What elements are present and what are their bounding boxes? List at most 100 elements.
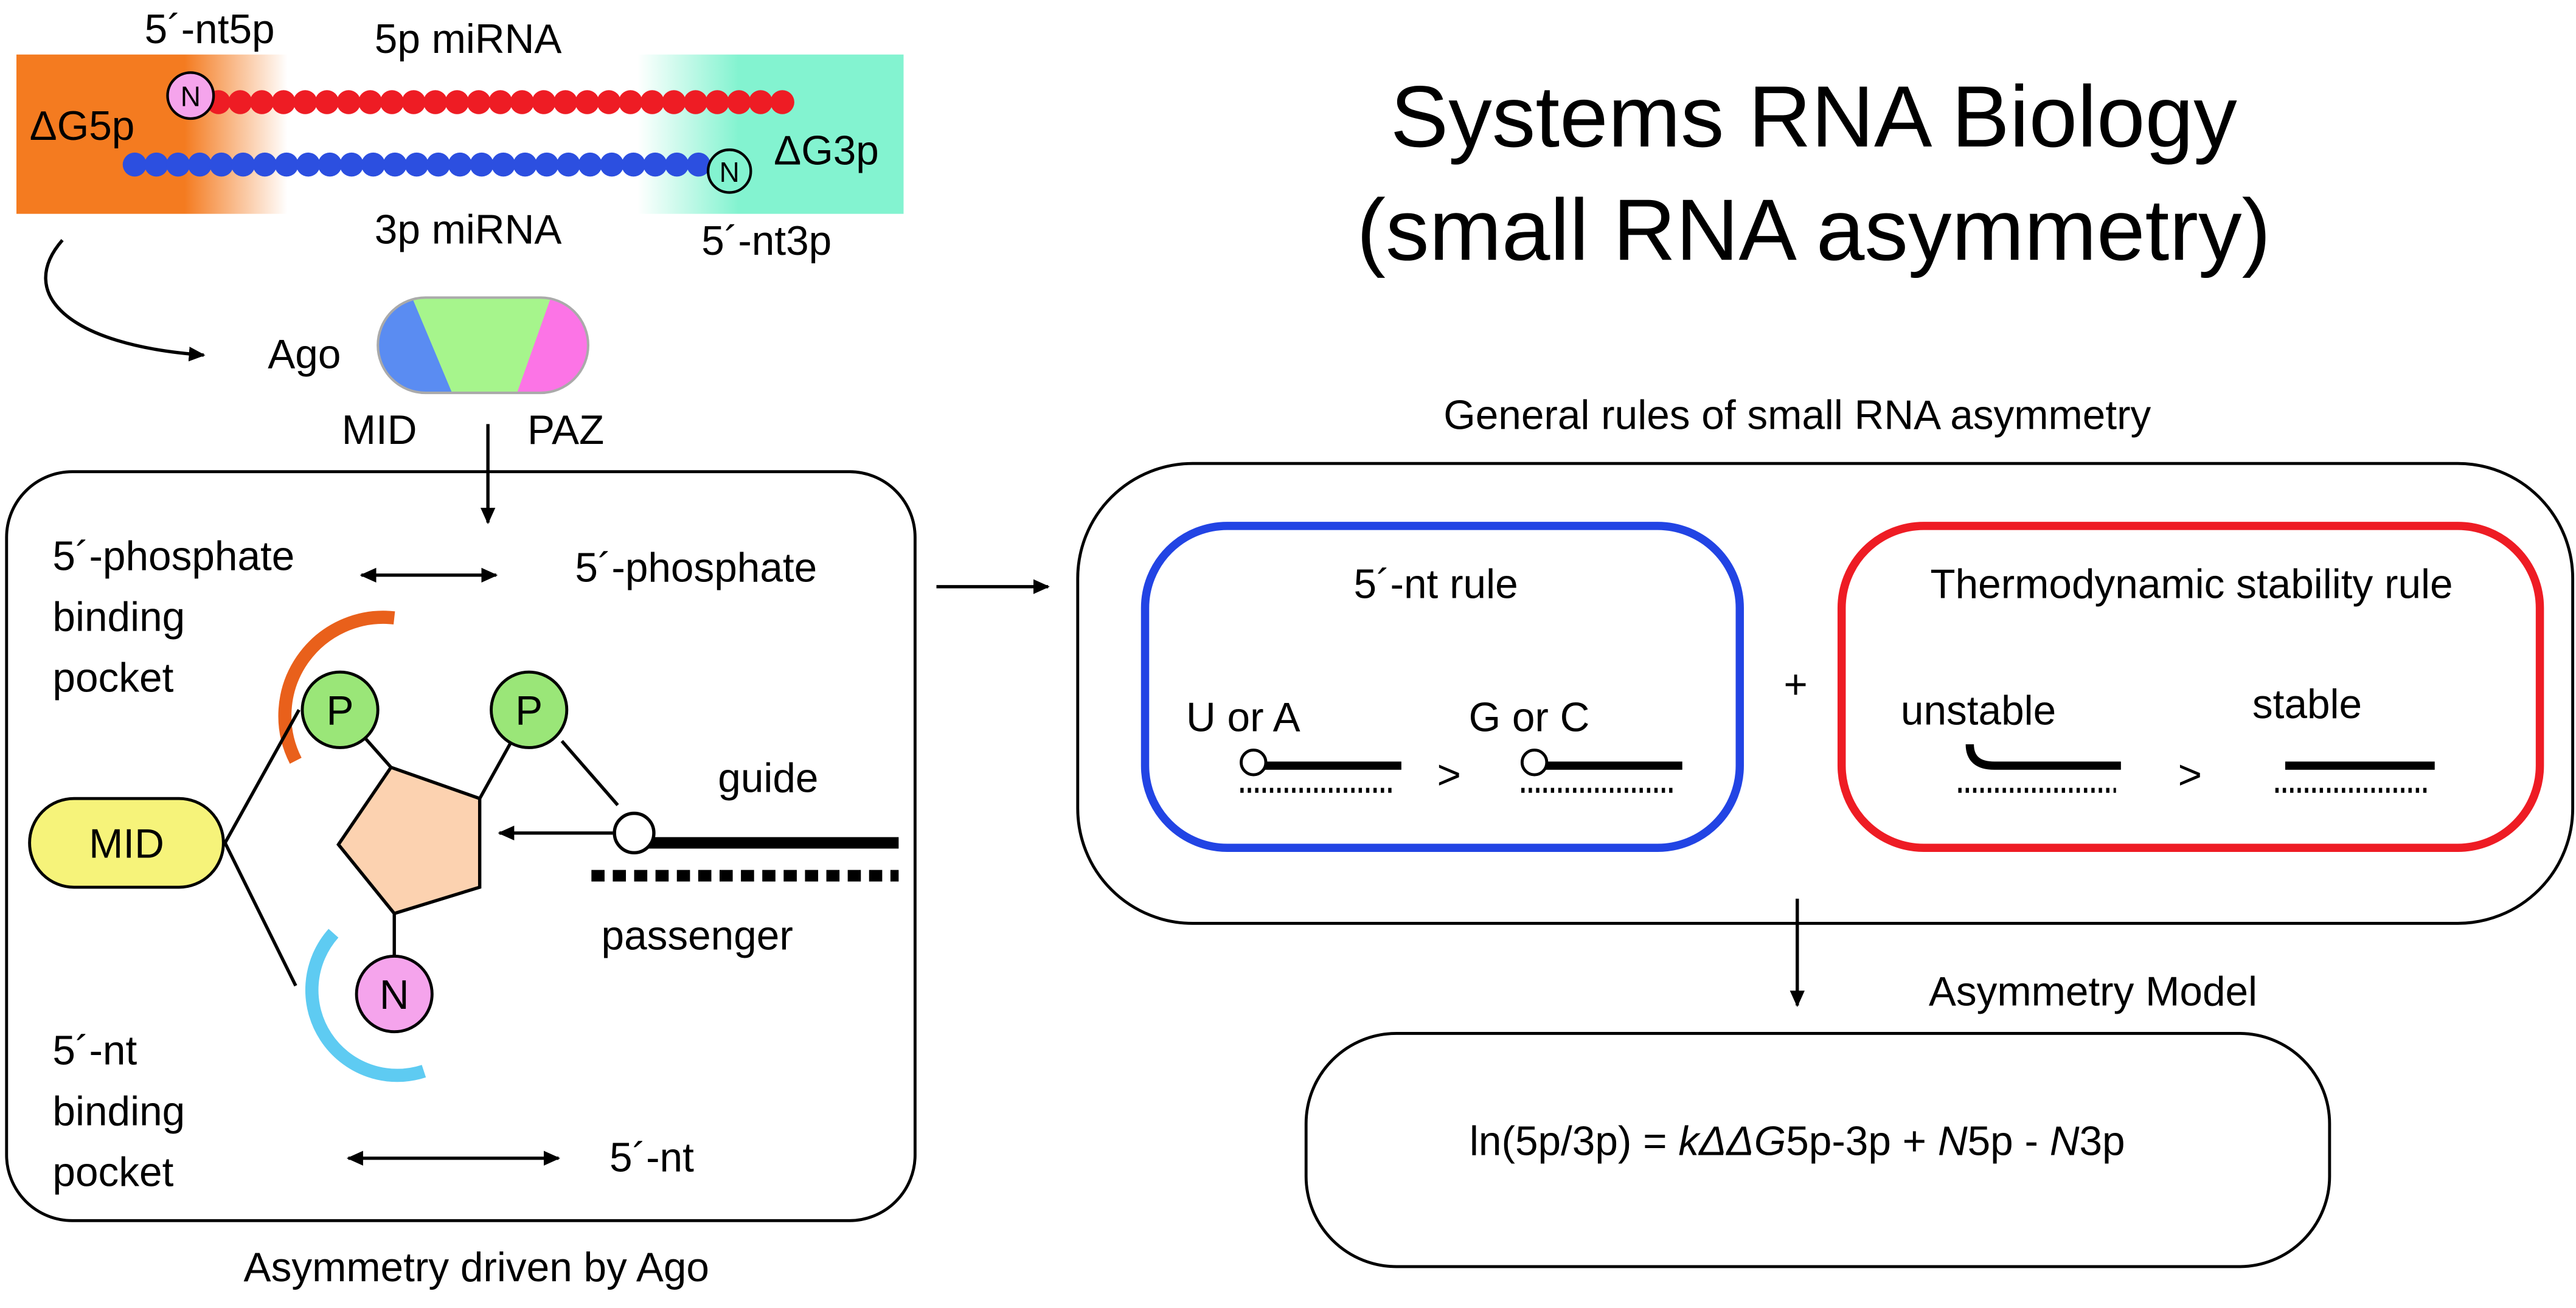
nucleotide-bead: [643, 152, 667, 177]
label-dg5p: ΔG5p: [30, 103, 135, 149]
phosphate-p-icon: [300, 670, 380, 749]
thermo-rule-box: Thermodynamic stability rule unstable st…: [1837, 522, 2544, 852]
nucleotide-bead: [445, 90, 470, 114]
rules-heading: General rules of small RNA asymmetry: [1443, 392, 2151, 438]
ago-mid-label: MID: [342, 407, 417, 453]
nucleotide-bead: [665, 152, 689, 177]
rules-panel-border: [1076, 462, 2575, 925]
nucleotide-bead: [640, 90, 664, 114]
nucleotide-bead: [426, 152, 451, 177]
ago-mid-domain: [378, 297, 454, 393]
mid-domain: MID: [28, 797, 225, 889]
title-line-1: Systems RNA Biology: [1390, 68, 2237, 165]
ago-paz-domain: [516, 297, 588, 393]
3p-strand: [122, 152, 711, 177]
nt-binding-pocket: [305, 929, 426, 1082]
thermo-rule-title: Thermodynamic stability rule: [1930, 562, 2453, 607]
phosphate-pocket-label: 5´-phosphate binding pocket: [52, 534, 306, 701]
unstable-label: unstable: [1901, 688, 2056, 734]
n-letter: N: [380, 972, 409, 1018]
nucleotide-bead: [318, 152, 342, 177]
nucleotide-bead: [448, 152, 472, 177]
nucleotide-bead: [122, 152, 147, 177]
nucleotide-bead: [228, 90, 252, 114]
circled-n-icon: [706, 148, 752, 194]
title-line-2: (small RNA asymmetry): [1356, 181, 2271, 279]
nucleotide-bead: [274, 152, 299, 177]
nucleotide-bead: [488, 90, 513, 114]
mirna-duplex: N N 5´-nt5p 5p miRNA ΔG5p ΔG3p 3p miRNA …: [16, 7, 904, 264]
nucleotide-bead: [423, 90, 448, 114]
five-nt-rule-title: 5´-nt rule: [1353, 562, 1518, 607]
passenger-label: passenger: [602, 913, 793, 959]
nucleotide-bead: [339, 152, 364, 177]
nucleotide-bead: [556, 152, 581, 177]
dg5p-region: [16, 54, 288, 214]
model-equation: ln(5p/3p) = kΔΔG5p-3p + N5p - N3p: [1470, 1118, 2125, 1164]
nucleotide-bead: [401, 90, 426, 114]
nucleotide-bead: [578, 152, 602, 177]
nucleotide-bead: [510, 90, 535, 114]
ago-protein: Ago MID PAZ: [268, 296, 604, 453]
g-or-c-label: G or C: [1469, 694, 1590, 740]
circled-n-icon: [166, 71, 215, 120]
nucleotide-bead: [144, 152, 168, 177]
u-or-a-label: U or A: [1186, 694, 1300, 740]
dg3p-region: [637, 54, 904, 214]
bond-guide: [560, 739, 619, 806]
rules-panel: 5´-nt rule U or A G or C > + Thermodynam…: [1076, 462, 2575, 925]
ribose-pentagon-icon: [336, 765, 482, 916]
n-marker-3p: N: [706, 148, 752, 194]
label-dg3p: ΔG3p: [774, 128, 879, 174]
nucleotide-bead: [513, 152, 537, 177]
greater-than-1: >: [1437, 752, 1460, 798]
ago-pocket-panel: 5´-phosphate binding pocket 5´-phosphate…: [5, 470, 917, 1222]
five-nt-rule-box: 5´-nt rule U or A G or C >: [1140, 522, 1744, 852]
nt-label: 5´-nt: [609, 1135, 694, 1180]
main-title: Systems RNA Biology (small RNA asymmetry…: [1356, 68, 2271, 279]
stable-label: stable: [2252, 682, 2362, 727]
nucleotide-bead: [491, 152, 516, 177]
p-letter: P: [327, 688, 354, 734]
label-5p-mirna: 5p miRNA: [375, 16, 562, 62]
label-3p-mirna: 3p miRNA: [375, 207, 562, 252]
nucleotide-bead: [271, 90, 296, 114]
n-letter: N: [181, 81, 201, 112]
nucleotide-bead: [553, 90, 578, 114]
p-letter: P: [515, 688, 543, 734]
nucleotide-bead: [748, 90, 773, 114]
nucleotide-bead: [296, 152, 321, 177]
nucleotide-bead: [361, 152, 386, 177]
ago-label: Ago: [268, 332, 341, 378]
phosphate-label: 5´-phosphate: [575, 545, 817, 591]
nucleotide-bead: [727, 90, 751, 114]
5p-strand: [206, 90, 794, 114]
n-marker-5p: N: [166, 71, 215, 120]
nucleotide-bead: [166, 152, 190, 177]
panel-border: [5, 470, 917, 1222]
nucleotide-bead: [467, 90, 491, 114]
mid-label: MID: [89, 821, 164, 867]
loading-arrow: [44, 239, 206, 362]
nt-pocket-label: 5´-nt binding pocket: [52, 1028, 196, 1196]
nucleotide-bead: [705, 90, 729, 114]
guide-label: guide: [718, 755, 818, 801]
mid-link-upper: [223, 709, 300, 844]
ua-5prime-end: [1240, 749, 1268, 777]
phosphate-p-icon: [490, 670, 569, 749]
unstable-guide-strand: [1965, 744, 2121, 770]
nucleotide-bead: [662, 90, 686, 114]
nucleotide-bead: [597, 90, 621, 114]
nucleobase: N: [355, 955, 434, 1034]
nucleotide-bead: [770, 90, 794, 114]
nucleotide-bead: [209, 152, 234, 177]
nucleotide-bead: [293, 90, 318, 114]
nucleotide-bead: [358, 90, 383, 114]
greater-than-2: >: [2178, 752, 2202, 798]
nucleotide-bead: [683, 90, 708, 114]
nucleotide-n-icon: [355, 955, 434, 1034]
guide-5prime-end: [613, 811, 656, 855]
gc-5prime-end: [1520, 749, 1549, 777]
label-5nt5p: 5´-nt5p: [145, 7, 275, 52]
